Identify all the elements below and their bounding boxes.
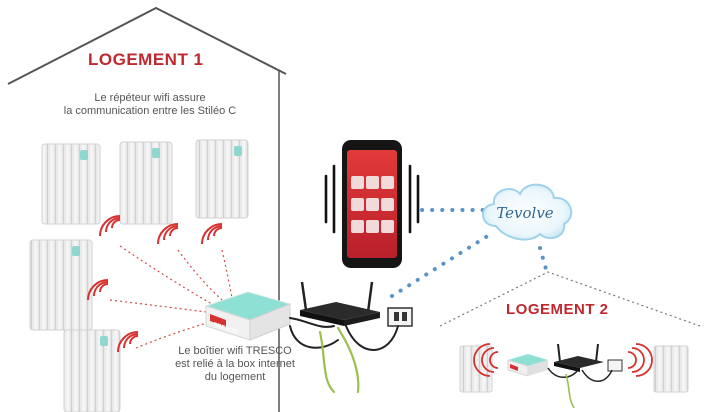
boitier-caption: Le boîtier wifi TRESCO est relié à la bo… <box>160 345 310 384</box>
wall-socket <box>387 307 413 327</box>
wifi-waves-radiator-3 <box>201 223 223 245</box>
wall-socket-house2 <box>607 359 623 372</box>
boitier-caption-line-2: est relié à la box internet <box>175 358 295 370</box>
cables-house2 <box>547 367 613 409</box>
router <box>300 281 380 326</box>
radiator-1 <box>41 143 101 225</box>
tresco-box-house2 <box>507 354 548 377</box>
red-dotted-links <box>109 245 233 349</box>
boitier-caption-line-1: Le boîtier wifi TRESCO <box>178 345 292 357</box>
blue-dotted-links <box>390 208 550 298</box>
radiator-4 <box>29 239 93 331</box>
cloud-label: Tevolve <box>496 204 553 222</box>
cloud <box>482 183 573 241</box>
wifi-waves-house2-left <box>473 343 499 377</box>
radiator-2 <box>119 141 173 225</box>
phone-vibration-lines <box>324 164 420 234</box>
wifi-waves-radiator-4 <box>87 279 109 301</box>
logement-1-caption-line-2: la communication entre les Stiléo C <box>63 105 237 117</box>
cables-house1 <box>289 317 399 394</box>
wifi-waves-radiator-1 <box>99 215 121 237</box>
logement-2-title: LOGEMENT 2 <box>506 301 609 318</box>
radiator-5 <box>63 329 121 412</box>
logement-1-caption-line-1: Le répéteur wifi assure <box>94 92 206 104</box>
router-house2 <box>554 343 604 372</box>
wifi-waves-radiator-2 <box>157 223 179 245</box>
logement-1-caption: Le répéteur wifi assure la communication… <box>60 92 240 118</box>
smartphone <box>342 140 402 268</box>
radiator-house2-right <box>653 345 689 393</box>
wifi-waves-radiator-5 <box>117 331 139 353</box>
logement-1-title: LOGEMENT 1 <box>88 50 204 69</box>
house1-roof <box>7 6 287 85</box>
wifi-waves-house2-right <box>627 343 653 377</box>
house2-roof <box>439 271 701 327</box>
boitier-caption-line-3: du logement <box>204 371 266 383</box>
radiator-3 <box>195 139 249 219</box>
tresco-box <box>204 291 292 341</box>
